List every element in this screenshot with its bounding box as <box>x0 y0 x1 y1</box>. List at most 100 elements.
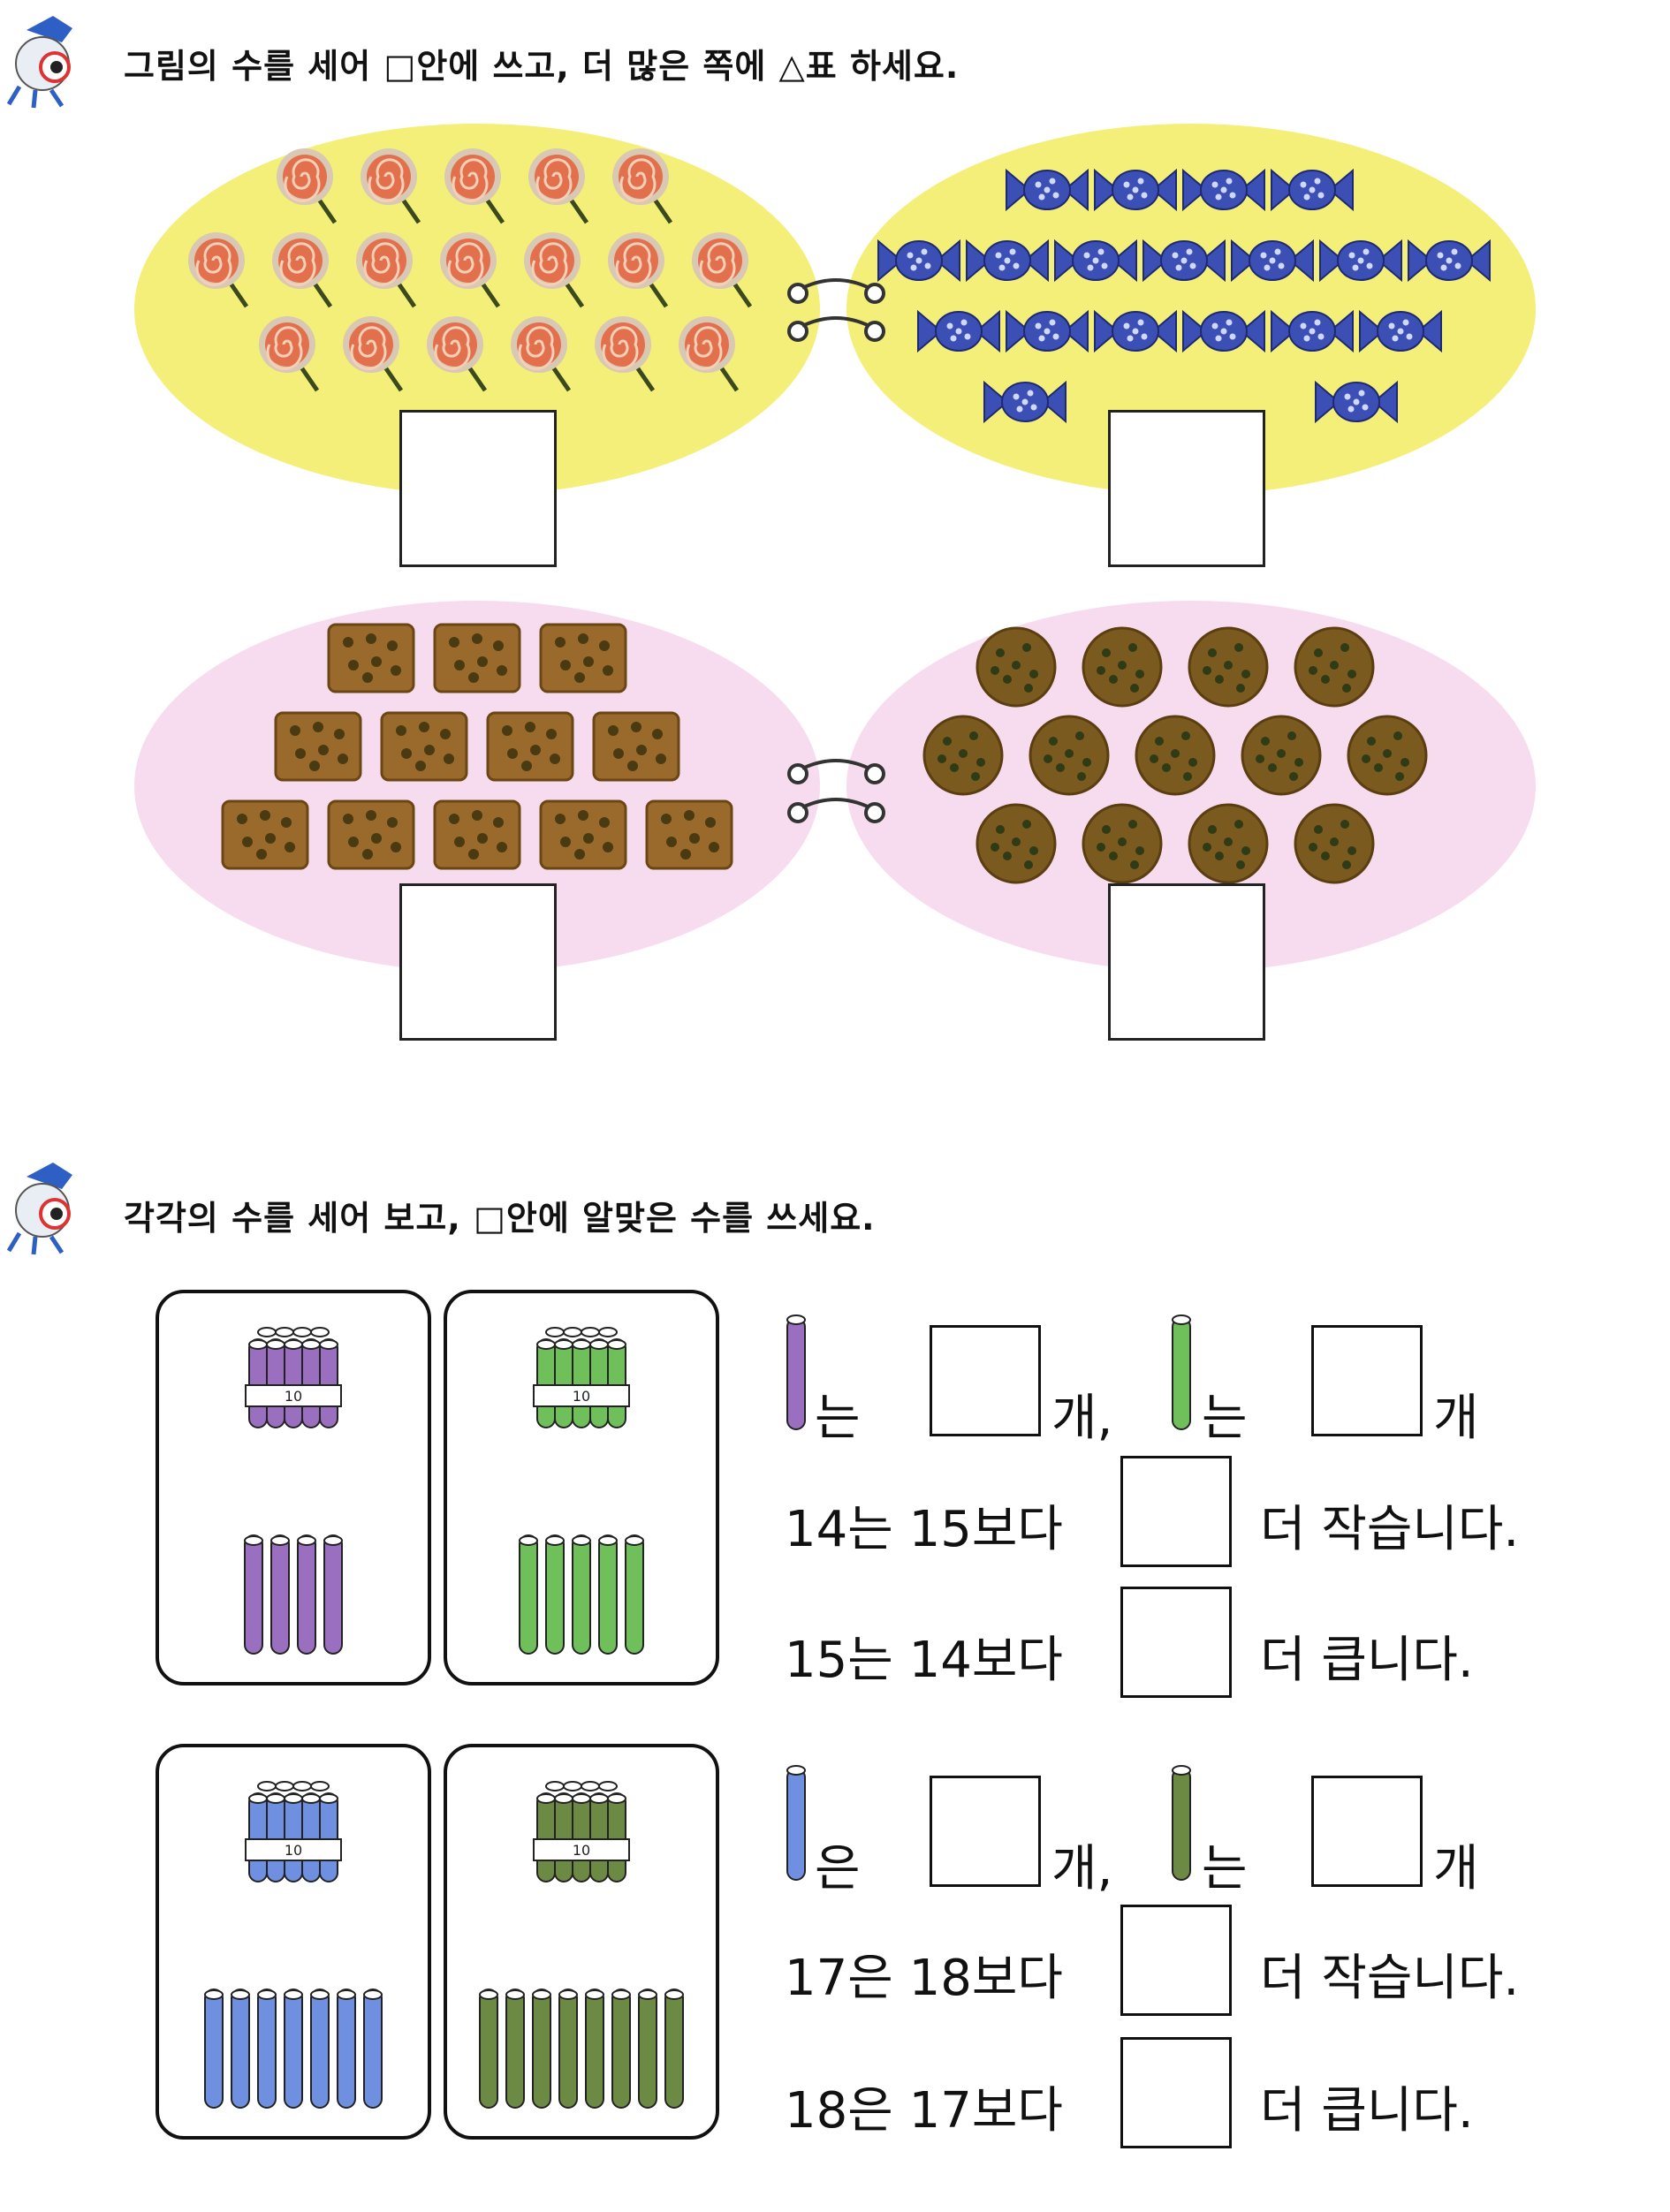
purple-bundle: 10 <box>244 1327 343 1655</box>
lollipop-icon <box>259 316 320 392</box>
p1-box-green-count[interactable] <box>1311 1325 1423 1436</box>
green-bundle: 10 <box>519 1327 644 1655</box>
cookie-icon <box>1294 803 1375 884</box>
cracker-icon <box>221 799 309 870</box>
link-icon-bottom <box>787 759 885 823</box>
lollipop-icon <box>524 232 585 308</box>
p1-text-1: 는 <box>815 1390 861 1447</box>
cookie-icon <box>922 715 1004 796</box>
p2-box-bigger[interactable] <box>1120 2037 1232 2148</box>
p1-text-4: 개 <box>1433 1390 1479 1447</box>
mascot-icon <box>6 16 72 109</box>
p2-line2-b: 더 작습니다. <box>1260 1950 1520 2007</box>
p1-box-bigger[interactable] <box>1120 1587 1232 1698</box>
p2-box-blue-count[interactable] <box>930 1776 1041 1887</box>
answer-box-cookies[interactable] <box>1108 883 1265 1041</box>
bundle-label: 10 <box>285 1842 302 1859</box>
cookie-icon <box>1188 803 1269 884</box>
cracker-icon <box>486 711 574 782</box>
p1-line3-b: 더 큽니다. <box>1260 1632 1474 1689</box>
lollipop-icon <box>612 148 673 224</box>
candy-icon <box>1182 309 1265 353</box>
candy-icon <box>877 239 960 283</box>
p1-text-3: 는 <box>1202 1390 1248 1447</box>
cracker-icon <box>645 799 733 870</box>
p1-line2-a: 14는 15보다 <box>785 1501 1063 1558</box>
cookie-icon <box>1294 626 1375 708</box>
candy-icon <box>1231 239 1314 283</box>
cracker-icon <box>433 623 521 693</box>
lollipop-icon <box>272 232 333 308</box>
lollipop-icon <box>361 148 421 224</box>
blue-bundle: 10 <box>204 1781 383 2109</box>
olive-stick-icon <box>1172 1765 1191 1881</box>
candy-icon <box>1054 239 1137 283</box>
lollipop-icon <box>692 232 753 308</box>
lollipop-icon <box>188 232 249 308</box>
cracker-icon <box>433 799 521 870</box>
candy-icon <box>1408 239 1491 283</box>
cookie-icon <box>1029 715 1110 796</box>
candy-icon <box>1271 309 1354 353</box>
candy-icon <box>1182 168 1265 212</box>
yellow-ellipse-left <box>134 124 820 495</box>
cookie-icon <box>975 803 1057 884</box>
olive-bundle: 10 <box>479 1781 684 2109</box>
p1-box-purple-count[interactable] <box>930 1325 1041 1436</box>
cookie-icon <box>1241 715 1322 796</box>
cracker-icon <box>327 799 415 870</box>
cookie-icon <box>1188 626 1269 708</box>
bundle-label: 10 <box>573 1842 590 1859</box>
p1-text-2: 개, <box>1051 1390 1113 1447</box>
lollipop-icon <box>440 232 501 308</box>
p1-line3-a: 15는 14보다 <box>785 1632 1063 1689</box>
candy-icon <box>1006 309 1089 353</box>
lollipop-icon <box>528 148 589 224</box>
stick-bundles: 10 10 10 10 <box>204 1327 684 2109</box>
cracker-icon <box>539 799 627 870</box>
lollipop-icon <box>679 316 740 392</box>
lollipop-icon <box>444 148 505 224</box>
p2-box-olive-count[interactable] <box>1311 1776 1423 1887</box>
cookie-icon <box>1082 803 1163 884</box>
comparison-illustration <box>134 124 1536 972</box>
mascot-icon-2 <box>6 1163 72 1255</box>
candy-icon <box>1006 168 1089 212</box>
candy-icon <box>1271 168 1354 212</box>
candy-icon <box>966 239 1049 283</box>
lollipop-icon <box>356 232 417 308</box>
p2-line2-a: 17은 18보다 <box>785 1950 1063 2007</box>
answer-box-candies[interactable] <box>1108 410 1265 567</box>
lollipop-icon <box>511 316 572 392</box>
lollipop-icon <box>427 316 488 392</box>
p2-text-1: 은 <box>815 1840 861 1898</box>
lollipop-icon <box>277 148 338 224</box>
pink-ellipse-left <box>134 601 820 972</box>
lollipop-icon <box>595 316 656 392</box>
p1-box-smaller[interactable] <box>1120 1456 1232 1567</box>
cracker-icon <box>592 711 680 782</box>
cracker-icon <box>380 711 468 782</box>
p2-line3-a: 18은 17보다 <box>785 2082 1063 2140</box>
lollipop-icon <box>608 232 669 308</box>
candy-icon <box>1319 239 1402 283</box>
link-icon-top <box>787 278 885 342</box>
bundle-label: 10 <box>285 1388 302 1405</box>
candy-icon <box>917 309 1000 353</box>
green-stick-icon <box>1172 1314 1191 1430</box>
p2-line3-b: 더 큽니다. <box>1260 2082 1474 2140</box>
p2-box-smaller[interactable] <box>1120 1905 1232 2016</box>
candy-icon <box>1094 168 1177 212</box>
lollipop-icon <box>343 316 404 392</box>
candy-icon <box>1359 309 1442 353</box>
instruction-2: 각각의 수를 세어 보고, □안에 알맞은 수를 쓰세요. <box>124 1199 876 1238</box>
p2-text-3: 는 <box>1202 1840 1248 1898</box>
cookie-icon <box>1082 626 1163 708</box>
p1-line2-b: 더 작습니다. <box>1260 1501 1520 1558</box>
candy-icon <box>1142 239 1226 283</box>
candy-icon <box>1315 380 1398 424</box>
answer-box-crackers[interactable] <box>399 883 557 1041</box>
answer-box-lollipops[interactable] <box>399 410 557 567</box>
instruction-1: 그림의 수를 세어 □안에 쓰고, 더 많은 쪽에 △표 하세요. <box>124 47 960 86</box>
cracker-icon <box>539 623 627 693</box>
